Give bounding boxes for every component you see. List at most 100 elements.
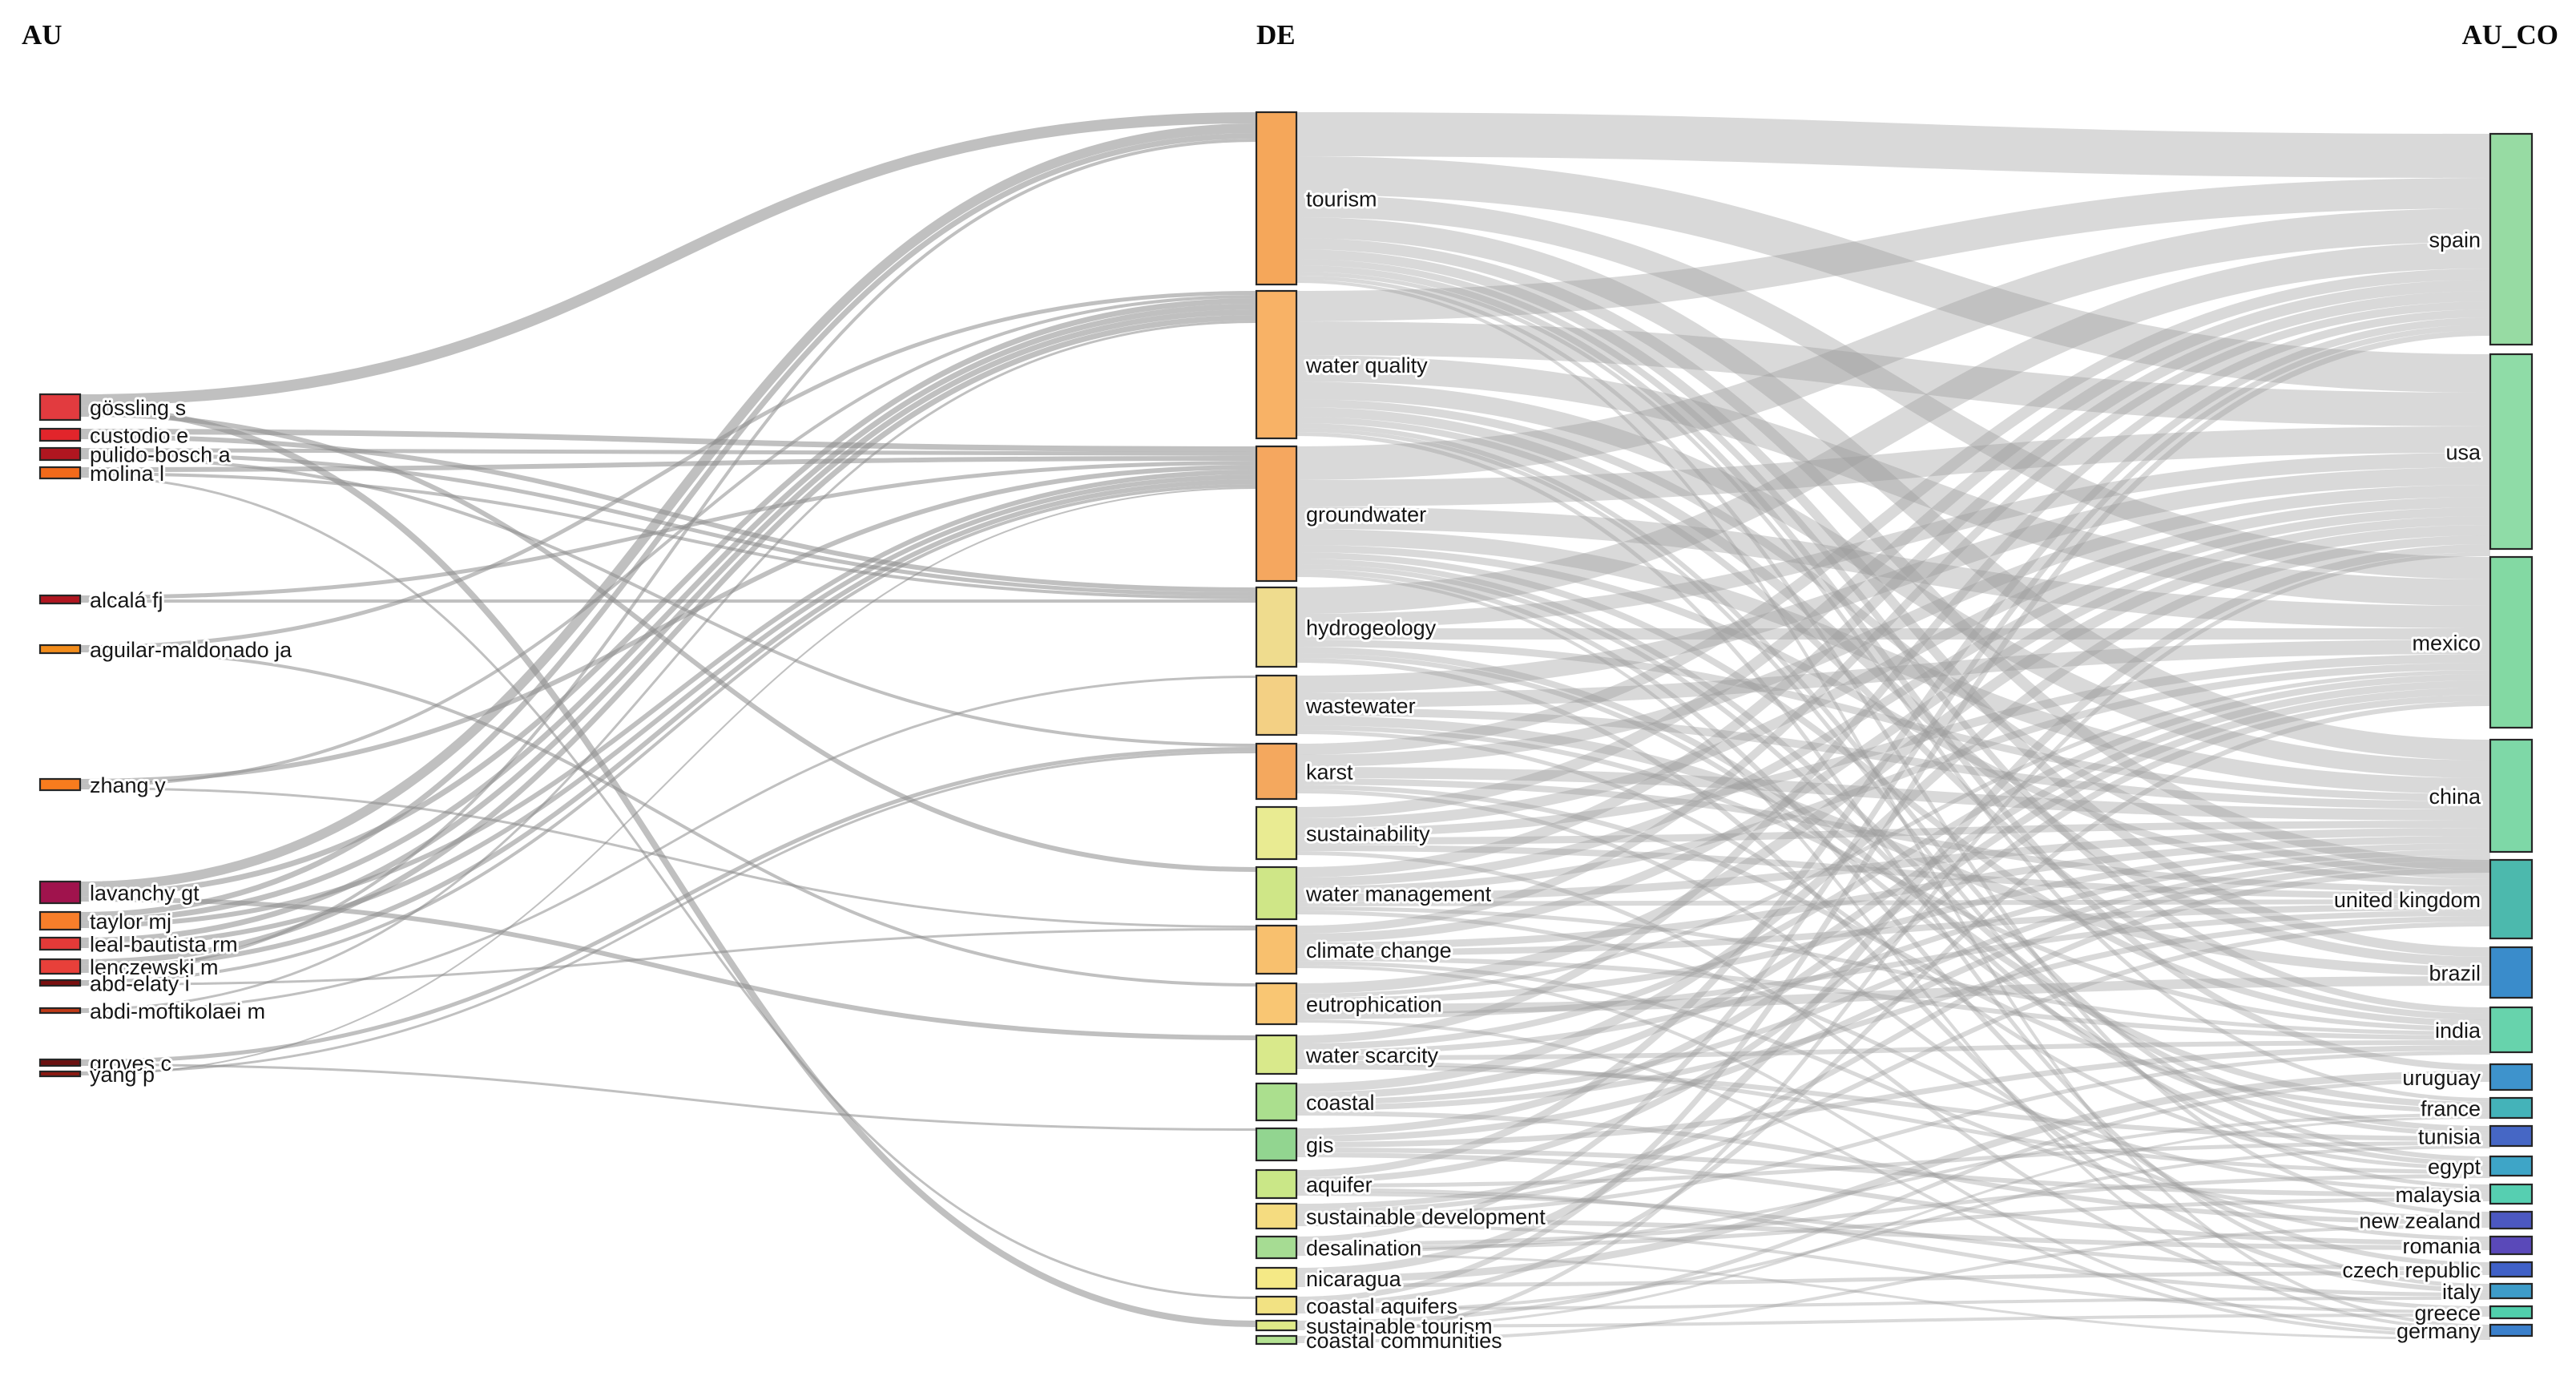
link-groves_c-karst[interactable]	[79, 747, 1257, 1063]
link-groundwater-tunisia[interactable]	[1296, 559, 2491, 1132]
link-aquifer-mexico[interactable]	[1296, 695, 2491, 1184]
link-water_quality-china[interactable]	[1296, 381, 2491, 778]
node-pulido_bosch_a[interactable]	[38, 446, 82, 462]
node-hydrogeology[interactable]	[1255, 586, 1298, 668]
link-karst-romania[interactable]	[1296, 789, 2491, 1241]
node-tunisia[interactable]	[2489, 1124, 2534, 1148]
node-water_scarcity[interactable]	[1255, 1034, 1298, 1075]
link-abdi_moftikolaei_m-wastewater[interactable]	[79, 676, 1257, 1013]
link-water_management-india[interactable]	[1296, 906, 2491, 1035]
link-sustainable_tourism-greece[interactable]	[1296, 1313, 2491, 1328]
link-eutrophication-china[interactable]	[1296, 843, 2491, 1004]
link-tourism-mexico[interactable]	[1296, 195, 2491, 579]
link-groundwater-egypt[interactable]	[1296, 564, 2491, 1166]
link-coastal-united_kingdom[interactable]	[1296, 916, 2491, 1111]
link-gis-india[interactable]	[1296, 1045, 2491, 1148]
link-karst-usa[interactable]	[1296, 485, 2491, 767]
link-water_management-china[interactable]	[1296, 828, 2491, 902]
node-france[interactable]	[2489, 1096, 2534, 1120]
link-water_quality-india[interactable]	[1296, 417, 2491, 1020]
link-water_scarcity-china[interactable]	[1296, 849, 2491, 1055]
link-water_quality-mexico[interactable]	[1296, 355, 2491, 606]
link-coastal_aquifers-tunisia[interactable]	[1296, 1145, 2491, 1313]
link-groundwater-usa[interactable]	[1296, 426, 2491, 506]
link-abd_elaty_i-groundwater[interactable]	[79, 484, 1257, 983]
link-leal_bautista_rm-water_quality[interactable]	[79, 309, 1257, 943]
link-groundwater-germany[interactable]	[1296, 574, 2491, 1331]
link-aguilar_maldonado_ja-water_quality[interactable]	[79, 291, 1257, 649]
link-sustainable_tourism-uruguay[interactable]	[1296, 1078, 2491, 1325]
link-pulido_bosch_a-groundwater[interactable]	[79, 448, 1257, 456]
link-yang_p-karst[interactable]	[79, 751, 1257, 1074]
link-tourism-uruguay[interactable]	[1296, 265, 2491, 1071]
node-czech_republic[interactable]	[2489, 1261, 2534, 1278]
link-aquifer-tunisia[interactable]	[1296, 1141, 2491, 1188]
link-tourism-brazil[interactable]	[1296, 249, 2491, 957]
link-desalination-malaysia[interactable]	[1296, 1197, 2491, 1250]
link-groves_c-gis[interactable]	[79, 1063, 1257, 1131]
link-groundwater-spain[interactable]	[1296, 208, 2491, 480]
link-sustainable_development-romania[interactable]	[1296, 1218, 2491, 1250]
link-aquifer-spain[interactable]	[1296, 317, 2491, 1177]
node-molina_l[interactable]	[38, 466, 82, 480]
node-gis[interactable]	[1255, 1127, 1298, 1162]
link-sustainable_development-greece[interactable]	[1296, 1223, 2491, 1313]
link-aquifer-italy[interactable]	[1296, 1188, 2491, 1297]
link-taylor_mj-water_quality[interactable]	[79, 304, 1257, 923]
link-climate_change-germany[interactable]	[1296, 965, 2491, 1334]
link-lenczewski_m-water_quality[interactable]	[79, 315, 1257, 965]
link-water_scarcity-india[interactable]	[1296, 1040, 2491, 1060]
node-mexico[interactable]	[2489, 555, 2534, 729]
link-eutrophication-brazil[interactable]	[1296, 976, 2491, 1014]
link-coastal-china[interactable]	[1296, 855, 2491, 1105]
link-molina_l-coastal_aquifers[interactable]	[79, 475, 1257, 1299]
link-lavanchy_gt-water_scarcity[interactable]	[79, 897, 1257, 1040]
node-leal_bautista_rm[interactable]	[38, 936, 82, 951]
node-italy[interactable]	[2489, 1282, 2534, 1300]
link-hydrogeology-usa[interactable]	[1296, 453, 2491, 628]
link-sustainability-usa[interactable]	[1296, 497, 2491, 829]
link-taylor_mj-groundwater[interactable]	[79, 470, 1257, 928]
link-water_quality-brazil[interactable]	[1296, 407, 2491, 966]
node-abd_elaty_i[interactable]	[38, 979, 82, 987]
link-gis-malaysia[interactable]	[1296, 1148, 2491, 1197]
link-karst-united_kingdom[interactable]	[1296, 778, 2491, 893]
link-lenczewski_m-groundwater[interactable]	[79, 479, 1257, 970]
link-groundwater-india[interactable]	[1296, 552, 2491, 1027]
node-groundwater[interactable]	[1255, 445, 1298, 583]
node-water_management[interactable]	[1255, 866, 1298, 921]
node-lenczewski_m[interactable]	[38, 958, 82, 975]
link-wastewater-mexico[interactable]	[1296, 640, 2491, 708]
node-coastal[interactable]	[1255, 1082, 1298, 1122]
link-yang_p-groundwater[interactable]	[79, 487, 1257, 1075]
link-karst-china[interactable]	[1296, 767, 2491, 821]
node-eutrophication[interactable]	[1255, 982, 1298, 1026]
node-germany[interactable]	[2489, 1323, 2534, 1338]
node-yang_p[interactable]	[38, 1070, 82, 1078]
node-karst[interactable]	[1255, 742, 1298, 801]
link-hydrogeology-spain[interactable]	[1296, 242, 2491, 614]
link-molina_l-hydrogeology[interactable]	[79, 472, 1257, 599]
link-coastal_communities-usa[interactable]	[1296, 552, 2491, 1340]
node-egypt[interactable]	[2489, 1155, 2534, 1177]
link-water_management-malaysia[interactable]	[1296, 910, 2491, 1192]
link-eutrophication-germany[interactable]	[1296, 1019, 2491, 1338]
link-hydrogeology-italy[interactable]	[1296, 658, 2491, 1293]
link-tourism-germany[interactable]	[1296, 280, 2491, 1328]
link-hydrogeology-china[interactable]	[1296, 640, 2491, 801]
link-zhang_y-climate_change[interactable]	[79, 787, 1257, 928]
node-nicaragua[interactable]	[1255, 1266, 1298, 1290]
link-hydrogeology-france[interactable]	[1296, 647, 2491, 1108]
link-wastewater-egypt[interactable]	[1296, 730, 2491, 1170]
link-water_quality-usa[interactable]	[1296, 321, 2491, 426]
link-sustainability-greece[interactable]	[1296, 851, 2491, 1310]
link-eutrophication-mexico[interactable]	[1296, 670, 2491, 998]
link-zhang_y-water_quality[interactable]	[79, 295, 1257, 787]
link-wastewater-usa[interactable]	[1296, 467, 2491, 693]
link-gis-mexico[interactable]	[1296, 688, 2491, 1136]
link-coastal-usa[interactable]	[1296, 535, 2491, 1092]
link-climate_change-india[interactable]	[1296, 956, 2491, 1040]
link-water_management-united_kingdom[interactable]	[1296, 899, 2491, 906]
link-wastewater-brazil[interactable]	[1296, 716, 2491, 976]
link-sustainable_development-united_kingdom[interactable]	[1296, 922, 2491, 1214]
